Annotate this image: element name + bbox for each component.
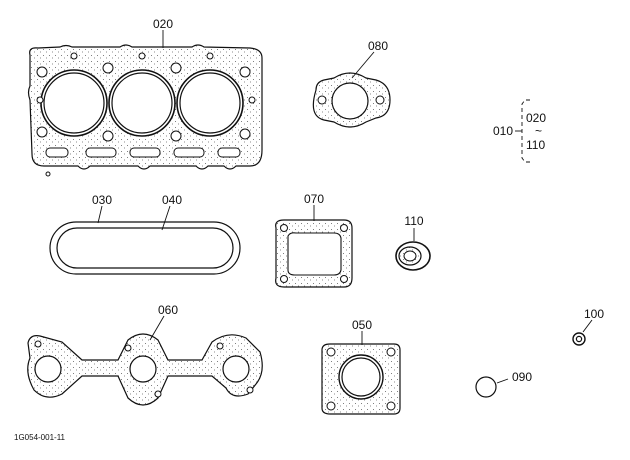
callout-110: 110 xyxy=(404,214,423,228)
callout-040: 040 xyxy=(162,193,182,207)
callout-070: 070 xyxy=(304,192,324,206)
callout-100: 100 xyxy=(584,307,604,321)
oil-pan-seal-030[interactable]: 030 xyxy=(49,193,241,275)
callout-080: 080 xyxy=(368,39,388,53)
head-gasket-020[interactable]: 020 xyxy=(27,17,263,177)
oil-pan-seal-040[interactable]: 040 xyxy=(56,193,234,269)
cover-gasket-070[interactable]: 070 xyxy=(275,192,353,288)
callout-060: 060 xyxy=(158,303,178,317)
callout-030: 030 xyxy=(92,193,112,207)
range-from: 020 xyxy=(526,111,546,125)
drawing-code: 1G054-001-11 xyxy=(14,433,66,442)
flange-gasket-050[interactable]: 050 xyxy=(321,318,401,415)
callout-050: 050 xyxy=(352,318,372,332)
o-ring-090[interactable]: 090 xyxy=(475,370,532,398)
range-tilde: ~ xyxy=(535,124,542,138)
set-callout-010: 010 020 ~ 110 xyxy=(493,99,546,163)
callout-090: 090 xyxy=(512,370,532,384)
callout-020: 020 xyxy=(153,17,173,31)
range-to: 110 xyxy=(526,138,545,152)
manifold-gasket-060[interactable]: 060 xyxy=(27,303,263,406)
oil-seal-110[interactable]: 110 xyxy=(395,214,431,271)
flange-gasket-080[interactable]: 080 xyxy=(312,39,391,128)
washer-100[interactable]: 100 xyxy=(572,307,604,346)
callout-010: 010 xyxy=(493,124,513,138)
